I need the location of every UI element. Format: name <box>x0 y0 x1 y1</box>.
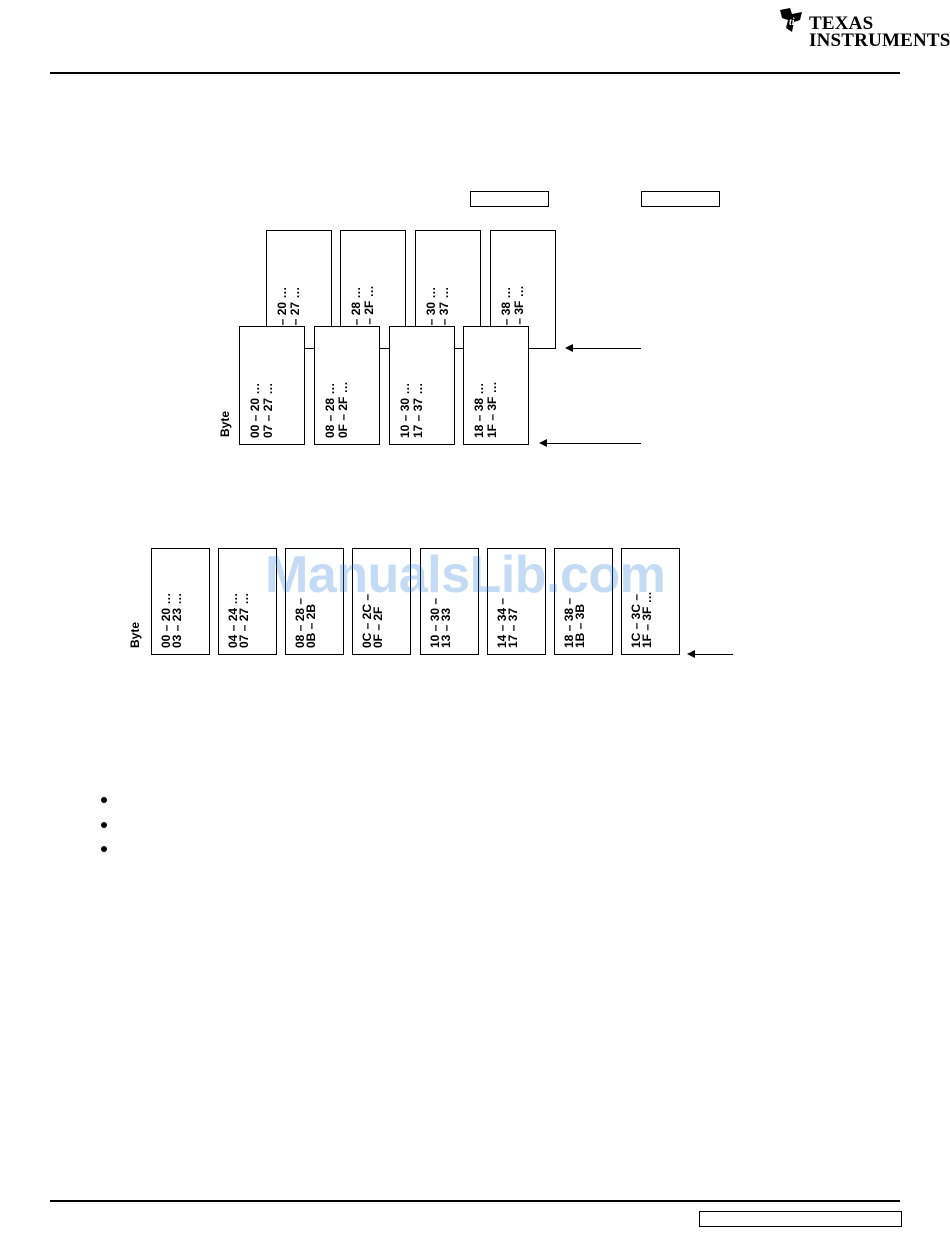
list-bullet <box>101 797 107 803</box>
bank-front-0: 00 – 20 …07 – 27 … <box>239 326 305 445</box>
logo-line2: INSTRUMENTS <box>809 30 950 51</box>
byte-label: Byte <box>128 621 142 648</box>
bank-front-2: 10 – 30 …17 – 37 … <box>389 326 455 445</box>
arrow-back-row-head-icon <box>565 344 573 352</box>
ti-logo-icon: ti <box>780 8 802 32</box>
bank-row2-2: 08 – 28 –0B – 2B <box>285 548 344 655</box>
bank-address-label: 0F – 2F <box>371 606 386 648</box>
arrow-row2-head-icon <box>687 650 695 658</box>
bank-front-3: 18 – 38 …1F – 3F … <box>463 326 529 445</box>
bank-address-label: 03 – 23 … <box>170 592 185 648</box>
svg-text:ti: ti <box>789 17 795 28</box>
figure-ref-box-2 <box>641 191 720 207</box>
bank-address-label: 08 – 28 … <box>323 382 337 438</box>
bank-address-label: 0B – 2B <box>304 603 319 648</box>
arrow-row2-line <box>693 654 733 655</box>
byte-label: Byte <box>218 410 232 437</box>
watermark: ManualsLib.com <box>265 546 666 604</box>
list-bullet <box>101 846 107 852</box>
arrow-front-row-head-icon <box>539 439 547 447</box>
bank-row2-6: 18 – 38 –1B – 3B <box>554 548 613 655</box>
logo-line1: TEXAS <box>809 13 874 34</box>
bank-address-label: 10 – 30 … <box>398 382 412 438</box>
arrow-back-row-line <box>571 348 641 349</box>
bank-address-label: 17 – 37 … <box>410 382 425 438</box>
figure-ref-box-1 <box>470 191 549 207</box>
bank-address-label: 00 – 20 … <box>248 382 262 438</box>
bank-row2-5: 14 – 34 –17 – 37 <box>487 548 546 655</box>
bank-address-label: 18 – 38 … <box>472 382 486 438</box>
bank-address-label: 17 – 37 <box>506 607 521 648</box>
bank-address-label: 13 – 33 <box>439 607 454 648</box>
list-bullet <box>101 822 107 828</box>
bank-row2-1: 04 – 24 …07 – 27 … <box>218 548 277 655</box>
bank-row2-0: 00 – 20 …03 – 23 … <box>151 548 210 655</box>
bank-row2-4: 10 – 30 –13 – 33 <box>420 548 479 655</box>
bank-row2-3: 0C – 2C –0F – 2F <box>352 548 411 655</box>
bank-row2-7: 1C – 3C –1F – 3F … <box>621 548 680 655</box>
header-rule <box>50 72 900 74</box>
bank-address-label: 1F – 3F … <box>484 381 499 438</box>
footer-rule <box>50 1200 900 1202</box>
bank-address-label: 07 – 27 … <box>260 382 275 438</box>
bank-address-label: 07 – 27 … <box>237 592 252 648</box>
bank-address-label: 1B – 3B <box>573 603 588 648</box>
ti-logo: ti TEXAS INSTRUMENTS <box>776 4 950 51</box>
bank-address-label: 0F – 2F … <box>335 381 350 438</box>
footer-page-box <box>699 1211 902 1227</box>
arrow-front-row-line <box>545 443 641 444</box>
bank-front-1: 08 – 28 …0F – 2F … <box>314 326 380 445</box>
